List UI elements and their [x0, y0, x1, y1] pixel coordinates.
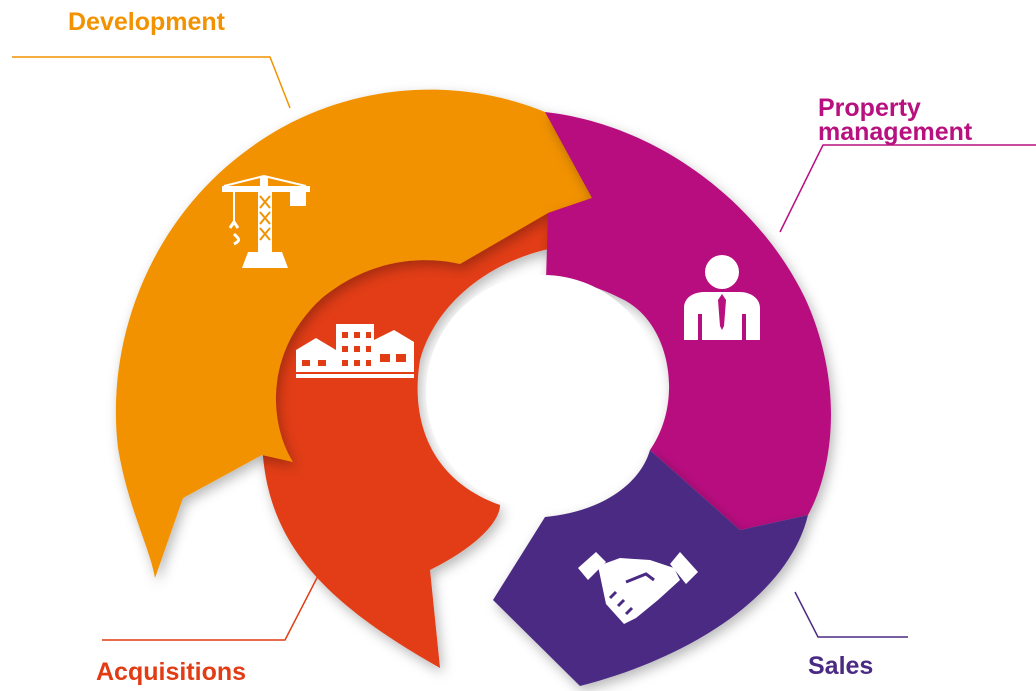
label-acquisitions: Acquisitions [96, 658, 247, 686]
leader-lines [12, 56, 1036, 641]
label-development: Development [68, 8, 225, 36]
leader-line-development [12, 56, 291, 109]
label-property-management: Property management [818, 94, 973, 146]
leader-line-acquisitions [102, 571, 321, 641]
tower-crane-icon [222, 175, 310, 268]
leader-line-sales [794, 591, 908, 638]
business-person-icon [684, 255, 760, 340]
center-hole [426, 275, 660, 509]
handshake-icon [578, 552, 698, 624]
segment-acquisitions [262, 150, 640, 668]
leader-line-property [779, 144, 1036, 233]
buildings-icon [296, 324, 414, 378]
label-sales: Sales [808, 652, 874, 680]
